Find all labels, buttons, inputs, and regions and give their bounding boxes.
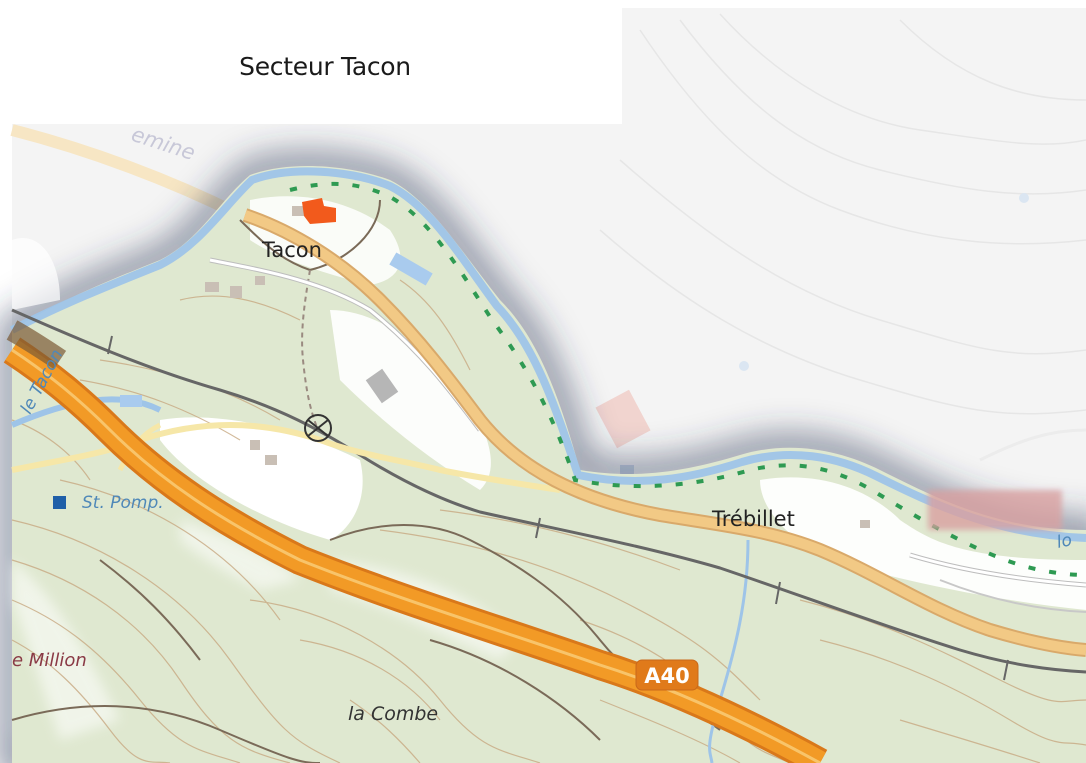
- faded-building: [595, 389, 651, 449]
- faded-point: [1019, 193, 1029, 203]
- faded-road: [979, 428, 1086, 462]
- footpath: [301, 269, 319, 431]
- a40-shield: A40: [635, 659, 699, 691]
- crossing-circle-icon: [304, 414, 332, 442]
- buildings: [120, 206, 870, 528]
- label-tacon: Tacon: [261, 238, 322, 262]
- river-main: [10, 167, 1086, 542]
- stream: [708, 539, 750, 763]
- terrain-area: [12, 165, 1086, 763]
- label-st-pomp: St. Pomp.: [82, 493, 164, 513]
- label-trebillet: Trébillet: [711, 507, 795, 531]
- railway-ticks: [107, 335, 1009, 681]
- highlighted-building: [302, 198, 336, 224]
- square-marker-icon: [53, 496, 66, 509]
- faded-red-building: [928, 490, 1062, 530]
- map-title: Secteur Tacon: [239, 52, 411, 81]
- faded-contours: [599, 13, 1086, 415]
- title-box: Secteur Tacon: [12, 8, 622, 124]
- label-la-combe: la Combe: [348, 703, 438, 725]
- highway-a40-divider: [11, 348, 821, 763]
- label-million: e Million: [12, 650, 87, 671]
- faded-point: [739, 361, 749, 371]
- label-a40: A40: [644, 664, 689, 688]
- hiking-trail: [289, 181, 1086, 577]
- highway-stub: [6, 320, 67, 370]
- label-river-right: lo: [1055, 530, 1074, 553]
- railway: [11, 308, 1086, 674]
- main-road-fill: [243, 210, 1086, 655]
